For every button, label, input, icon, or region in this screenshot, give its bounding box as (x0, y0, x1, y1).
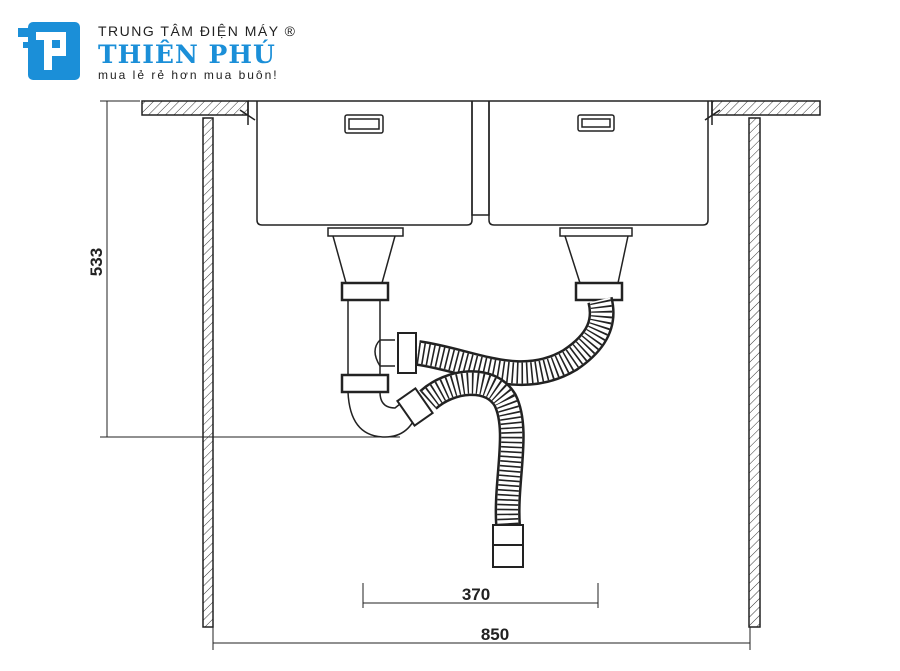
dimension-line-height (100, 100, 400, 438)
overflow-slot-right (577, 114, 615, 132)
dimension-line-drain-offset (362, 583, 599, 608)
dimension-label-height: 533 (87, 248, 106, 276)
hose-connector-upper (397, 332, 417, 374)
sink-basin-right (488, 101, 709, 226)
flexible-hose-lower (419, 370, 525, 526)
countertop-right (711, 100, 821, 116)
brand-logo: TRUNG TÂM ĐIỆN MÁY ® THIÊN PHÚ mua lẻ rẻ… (18, 20, 298, 82)
dimension-label-drain-offset: 370 (462, 585, 490, 604)
countertop-left (141, 100, 249, 116)
cabinet-wall-left (202, 117, 214, 628)
cabinet-wall-right (748, 117, 761, 628)
brand-name: THIÊN PHÚ (98, 40, 276, 69)
brand-top-line: TRUNG TÂM ĐIỆN MÁY ® (98, 23, 297, 39)
overflow-slot-left (344, 114, 384, 134)
brand-slogan: mua lẻ rẻ hơn mua buôn! (98, 68, 279, 82)
drain-right (559, 227, 633, 302)
hose-connector-lower (395, 387, 435, 427)
logo-mark-icon (18, 22, 80, 80)
dimension-label-cabinet-width: 850 (481, 625, 509, 644)
dimension-line-cabinet-width (212, 627, 751, 650)
flexible-hose-upper (416, 296, 615, 386)
sink-basin-left (256, 101, 473, 226)
